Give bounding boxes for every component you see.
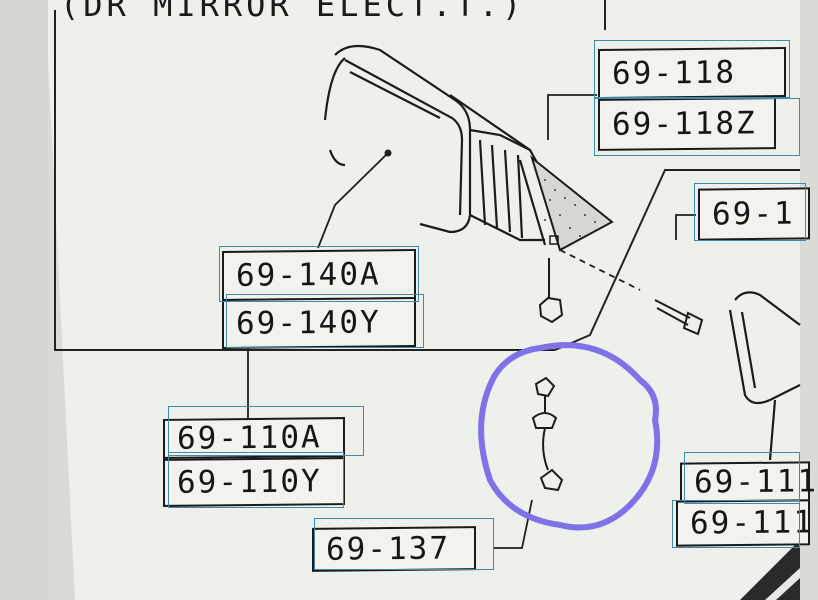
wire-harness-connector-drawing — [531, 376, 564, 492]
screw-drawing — [654, 299, 704, 336]
part-tag-69-140y[interactable]: 69-140Y — [222, 296, 416, 350]
screen-corner-stripe — [765, 568, 800, 600]
nut-drawing — [538, 258, 564, 324]
part-tag-69-110a[interactable]: 69-110A — [163, 417, 345, 459]
mirror-glass-drawing — [728, 291, 801, 461]
circle-annotation — [478, 342, 661, 531]
section-title: (DR MIRROR ELECT.T.) — [60, 0, 526, 24]
leader-dot — [384, 149, 392, 157]
part-tag-69-140a[interactable]: 69-140A — [222, 248, 416, 302]
part-tag-69-110y[interactable]: 69-110Y — [163, 457, 345, 507]
part-tag-69-111-b[interactable]: 69-111 — [676, 499, 814, 547]
screen-left-edge — [0, 0, 48, 600]
part-tag-69-118z[interactable]: 69-118Z — [598, 97, 776, 151]
part-tag-69-111-a[interactable]: 69-111 — [680, 461, 818, 503]
triangle-cover-drawing — [530, 155, 614, 252]
part-tag-69-1-right[interactable]: 69-1 — [698, 187, 810, 241]
part-tag-69-118[interactable]: 69-118 — [598, 47, 786, 99]
part-tag-69-137[interactable]: 69-137 — [312, 526, 476, 572]
